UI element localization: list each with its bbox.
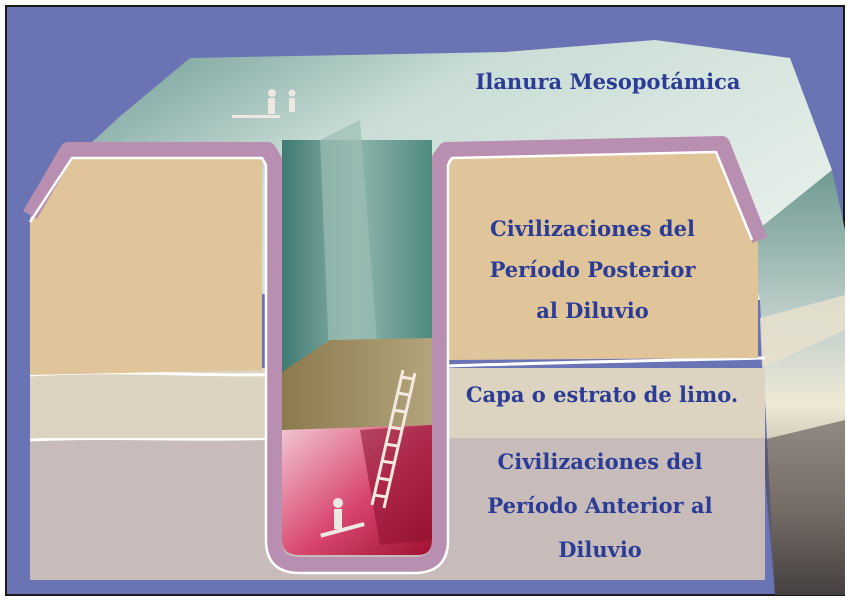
right-cliff-strata [760,295,845,368]
pre-flood-line-3: Diluvio [558,537,642,562]
excavation-outline-highlight [28,150,754,575]
pre-flood-line-1: Civilizaciones del [497,449,703,474]
label-pre-flood-civilizations: Civilizaciones del Período Anterior al D… [450,440,750,572]
post-flood-line-2: Período Posterior [489,257,696,282]
right-cliff-shadow [762,420,845,595]
excavation-outline [23,136,768,573]
label-silt-layer: Capa o estrato de limo. [465,382,739,407]
post-flood-soil-right [448,148,758,360]
post-flood-line-1: Civilizaciones del [490,216,695,241]
post-flood-soil-left [30,155,262,375]
worker-figure-pit [320,498,365,538]
pit-shadow [360,425,432,545]
label-mesopotamian-plain: Ilanura Mesopotámica [475,69,741,94]
trench-mud-band [282,338,432,440]
ladder [370,369,417,509]
worker-figures-surface [232,89,296,118]
label-post-flood-civilizations: Civilizaciones del Período Posterior al … [450,208,735,331]
shaft-back-wall [320,120,380,380]
pre-flood-line-2: Período Anterior al [487,493,713,518]
post-flood-line-3: al Diluvio [536,298,649,323]
